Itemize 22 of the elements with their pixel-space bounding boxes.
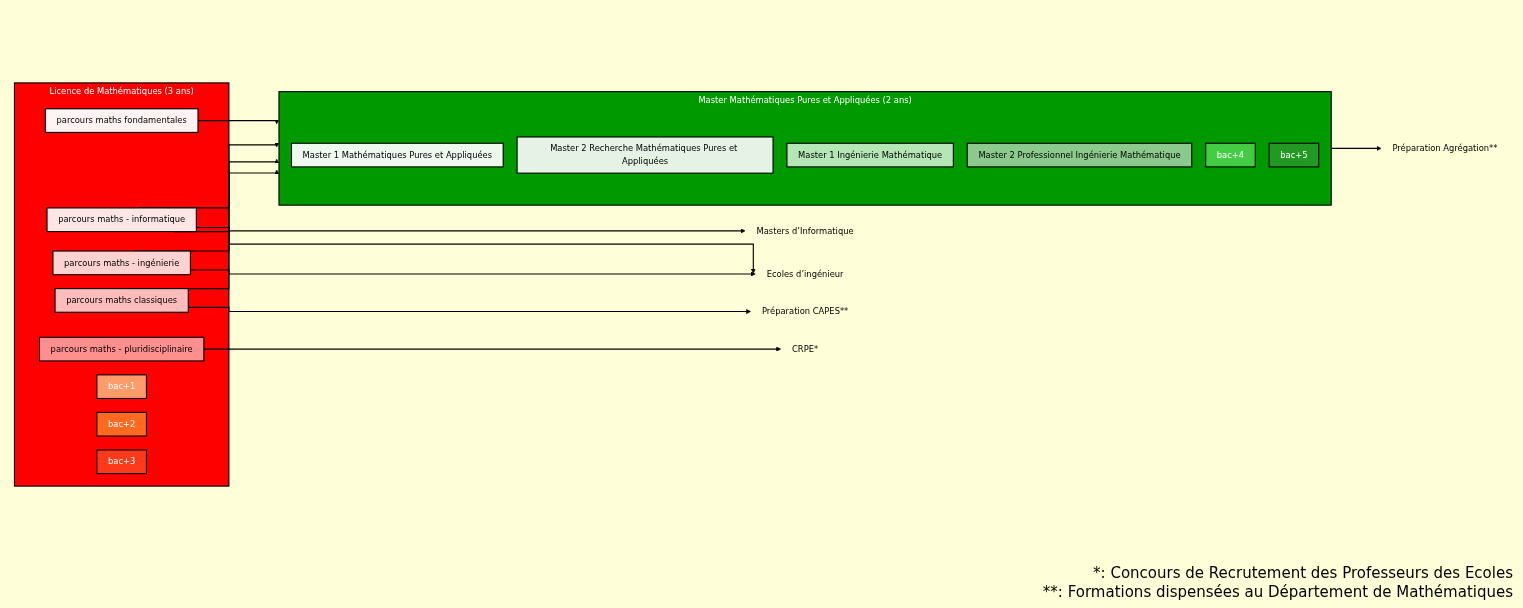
node-box: bac+3	[96, 449, 147, 475]
node-box: parcours maths - pluridisciplinaire	[38, 336, 205, 362]
node-text: Préparation Agrégation**	[1392, 143, 1498, 154]
node-box: parcours maths classiques	[54, 288, 189, 313]
node-box: bac+5	[1268, 142, 1320, 168]
node-box: parcours maths fondamentales	[44, 108, 199, 133]
node-box: Master 2 Professionnel Ingénierie Mathématique	[966, 142, 1193, 168]
footnote: **: Formations dispensées au Département de Mathématiques	[1041, 583, 1513, 601]
node-box: Master 1 Mathématiques Pures et Appliquées	[290, 142, 504, 168]
node-box: parcours maths - ingénierie	[52, 250, 191, 276]
node-box: bac+4	[1205, 142, 1256, 168]
node-text: CRPE*	[792, 343, 819, 354]
node-box: parcours maths - informatique	[46, 207, 197, 233]
footnote: *: Concours de Recrutement des Professeurs des Ecoles	[1092, 564, 1513, 582]
node-box: Master 2 Recherche Mathématiques Pures et Appliquées	[516, 136, 774, 174]
node-box: Master 1 Ingénierie Mathématique	[786, 142, 954, 168]
node-text: Préparation CAPES**	[761, 306, 849, 317]
arrow	[203, 346, 782, 352]
node-text: Masters d’Informatique	[756, 225, 854, 236]
node-box: bac+1	[96, 374, 147, 400]
node-box: bac+2	[96, 411, 147, 437]
node-text: Ecoles d’ingénieur	[766, 268, 844, 279]
